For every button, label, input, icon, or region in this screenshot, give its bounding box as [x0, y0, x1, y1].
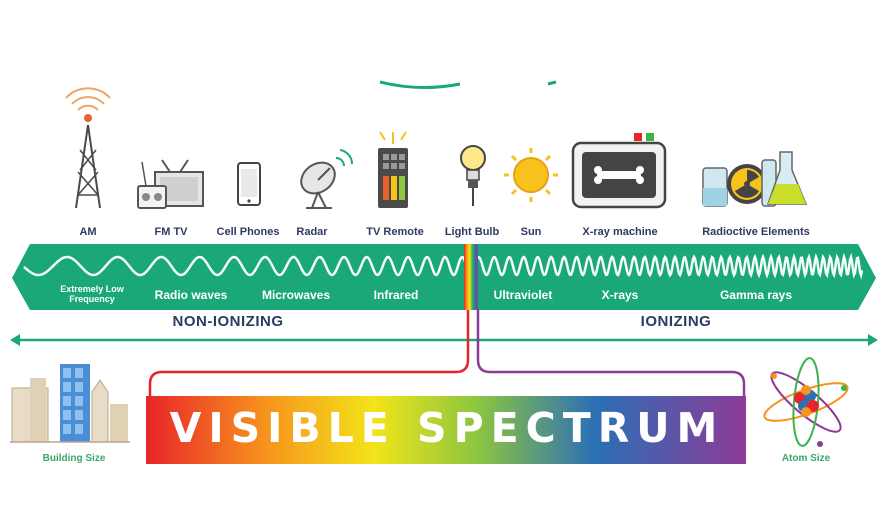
wave-label-ultraviolet: Ultraviolet [494, 288, 553, 302]
visible-spectrum-title: VISIBLE SPECTRUM [150, 404, 744, 452]
wave-label-radio: Radio waves [155, 288, 228, 302]
source-label-tv-remote: TV Remote [366, 226, 423, 238]
source-label-fm-tv: FM TV [155, 226, 188, 238]
wave-label-xrays: X-rays [602, 288, 639, 302]
wave-label-infrared: Infrared [374, 288, 419, 302]
wave-label-gamma: Gamma rays [720, 288, 792, 302]
building-size-label: Building Size [43, 453, 106, 464]
atom-size-label: Atom Size [782, 453, 830, 464]
source-label-sun: Sun [521, 226, 542, 238]
radio-tv-icon [138, 160, 203, 208]
source-label-light-bulb: Light Bulb [445, 226, 499, 238]
wave-label-elf: Extremely Low Frequency [47, 284, 137, 304]
non-ionizing-label: NON-IONIZING [173, 313, 284, 330]
cell-phone-icon [238, 163, 260, 205]
sun-icon [504, 148, 558, 202]
source-label-xray-machine: X-ray machine [582, 226, 657, 238]
radioactive-elements-icon [703, 152, 806, 206]
radar-dish-icon [295, 150, 352, 208]
top-arc-fragment [380, 82, 460, 88]
visible-strip [464, 244, 478, 310]
source-label-radar: Radar [296, 226, 327, 238]
source-label-radioactive-elements: Radioctive Elements [702, 226, 810, 238]
ionizing-label: IONIZING [641, 313, 712, 330]
building-icon [10, 364, 130, 442]
xray-machine-icon [573, 133, 665, 207]
source-label-cell-phones: Cell Phones [217, 226, 280, 238]
light-bulb-icon [461, 146, 485, 206]
source-label-am: AM [79, 226, 96, 238]
wave-label-microwaves: Microwaves [262, 288, 330, 302]
radio-tower-icon [66, 88, 110, 208]
tv-remote-icon [378, 132, 408, 208]
atom-icon [761, 357, 852, 447]
